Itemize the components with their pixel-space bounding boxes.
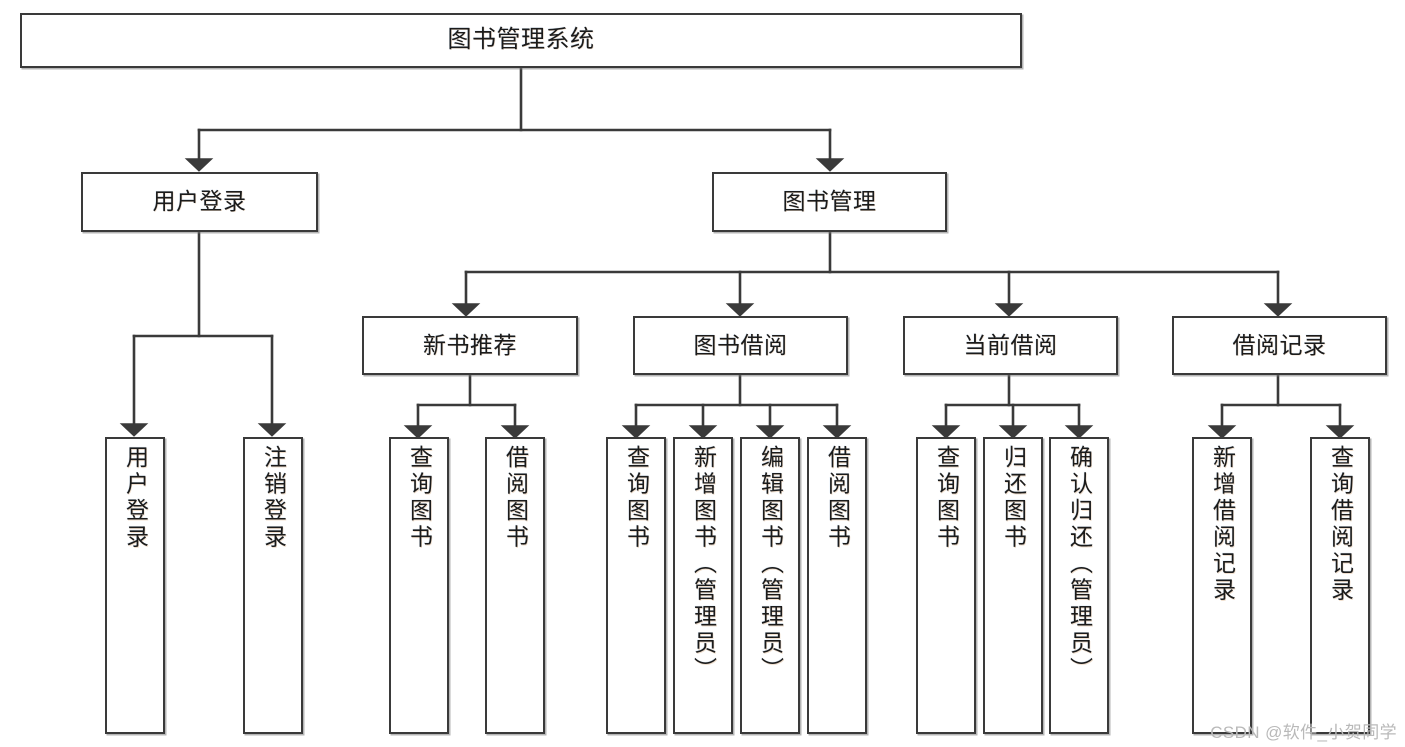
node-root-book-management-system[interactable]: 图书管理系统 (20, 13, 1022, 68)
node-label: 借阅记录 (1232, 331, 1327, 358)
node-current-borrow[interactable]: 当前借阅 (903, 316, 1118, 375)
node-label: 图书管理系统 (447, 26, 595, 54)
leaf-query-borrow-record[interactable]: 查询借阅记录 (1310, 437, 1370, 734)
node-label: 查询图书 (623, 445, 650, 551)
leaf-borrow-book-new-recommend[interactable]: 借阅图书 (485, 437, 545, 734)
leaf-user-logout[interactable]: 注销登录 (243, 437, 303, 734)
leaf-query-book-new-recommend[interactable]: 查询图书 (389, 437, 449, 734)
leaf-return-book[interactable]: 归还图书 (983, 437, 1043, 734)
node-label: 新书推荐 (423, 331, 517, 358)
node-label: 归还图书 (1000, 445, 1027, 551)
leaf-query-book-current[interactable]: 查询图书 (916, 437, 976, 734)
leaf-add-book-admin[interactable]: 新增图书（管理员） (673, 437, 733, 734)
node-label: 借阅图书 (824, 445, 851, 551)
node-label: 图书借阅 (693, 331, 788, 358)
node-label: 用户登录 (152, 188, 247, 215)
node-label: 查询图书 (933, 445, 960, 551)
node-new-book-recommend[interactable]: 新书推荐 (362, 316, 578, 375)
node-label: 注销登录 (260, 445, 287, 551)
node-label: 图书管理 (782, 188, 877, 215)
node-book-borrow[interactable]: 图书借阅 (633, 316, 848, 375)
leaf-confirm-return-admin[interactable]: 确认归还（管理员） (1049, 437, 1109, 734)
node-label: 编辑图书（管理员） (757, 445, 784, 684)
leaf-user-login[interactable]: 用户登录 (105, 437, 165, 734)
node-label: 用户登录 (122, 445, 149, 551)
node-book-management[interactable]: 图书管理 (712, 172, 947, 232)
node-user-login[interactable]: 用户登录 (81, 172, 318, 232)
node-label: 查询图书 (406, 445, 433, 551)
node-label: 当前借阅 (963, 331, 1058, 358)
node-label: 确认归还（管理员） (1066, 445, 1093, 684)
leaf-edit-book-admin[interactable]: 编辑图书（管理员） (740, 437, 800, 734)
leaf-add-borrow-record[interactable]: 新增借阅记录 (1192, 437, 1252, 734)
node-label: 借阅图书 (502, 445, 529, 551)
node-label: 新增图书（管理员） (690, 445, 717, 684)
node-label: 查询借阅记录 (1327, 445, 1354, 604)
node-borrow-record[interactable]: 借阅记录 (1172, 316, 1387, 375)
node-label: 新增借阅记录 (1209, 445, 1236, 604)
csdn-watermark: CSDN @软件_小贺同学 (1210, 723, 1397, 742)
leaf-query-book-borrow[interactable]: 查询图书 (606, 437, 666, 734)
leaf-borrow-book[interactable]: 借阅图书 (807, 437, 867, 734)
